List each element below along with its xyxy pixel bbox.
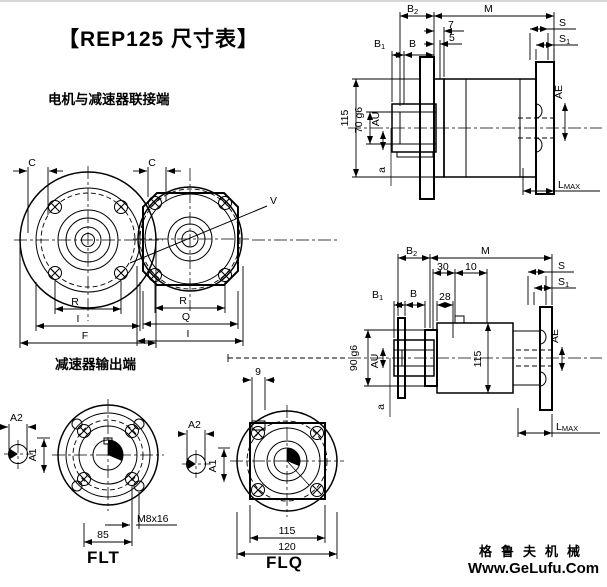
- dim-9: 9: [255, 366, 261, 378]
- dim-r: R: [71, 296, 79, 308]
- page-title: 【REP125 尺寸表】: [58, 27, 259, 51]
- dim-a: a: [375, 404, 387, 410]
- watermark-line1: 格鲁夫机械: [479, 544, 589, 559]
- dim-m: M: [481, 245, 490, 257]
- shaft-key-wedge: [108, 439, 124, 461]
- dim-i2: I: [187, 328, 190, 340]
- flq-label: FLQ: [266, 553, 303, 572]
- watermark-line2: Www.GeLufu.Com: [468, 560, 599, 577]
- dim-ae: AE: [553, 85, 565, 99]
- dim-a1: A1: [27, 448, 39, 461]
- dim-90g6: 90 g6: [348, 345, 360, 371]
- dim-b2: B2: [406, 245, 417, 258]
- projection-lines: [227, 239, 345, 362]
- flt-label: FLT: [87, 548, 120, 567]
- dim-v: V: [270, 195, 277, 207]
- dim-q: Q: [182, 311, 190, 323]
- dim-115: 115: [339, 109, 351, 126]
- dim-i: I: [77, 313, 80, 325]
- dim-s: S: [559, 17, 566, 29]
- side-view-bottom: B2 M 30 10 B1 B 28 S S1 AE 115 90 g6 AU: [348, 245, 602, 437]
- dim-a: a: [376, 167, 388, 173]
- dim-s: S: [558, 260, 565, 272]
- output-end-section-label: 减速器输出端: [55, 356, 136, 372]
- dim-115: 115: [472, 350, 484, 367]
- dim-s1: S1: [559, 33, 570, 46]
- dim-115: 115: [279, 525, 296, 537]
- dim-28: 28: [439, 291, 451, 303]
- dim-b2: B2: [407, 3, 418, 16]
- dim-a1: A1: [207, 459, 219, 472]
- dim-c: C: [28, 157, 36, 169]
- motor-end-section-label: 电机与减速器联接端: [48, 91, 170, 107]
- dim-85: 85: [97, 529, 109, 541]
- flq-output-view: 9 A2 A1 115 120 FLQ: [178, 366, 344, 572]
- dim-m: M: [484, 3, 493, 15]
- dim-b1: B1: [372, 289, 383, 302]
- flt-output-view: A2 A1 M8x16 85 FLT: [0, 399, 177, 567]
- dim-30: 30: [437, 261, 449, 273]
- dim-10: 10: [465, 261, 477, 273]
- dim-lmax: LMAX: [556, 421, 578, 433]
- dim-5: 5: [449, 32, 455, 44]
- dim-r2: R: [179, 295, 187, 307]
- dim-lmax: LMAX: [558, 179, 580, 191]
- shaft-key-wedge: [287, 448, 300, 466]
- dim-ae: AE: [549, 329, 561, 343]
- dim-b: B: [409, 38, 416, 50]
- dim-70g6: 70 g6: [353, 107, 365, 133]
- square-flange-front-view: V C R Q I: [129, 157, 277, 346]
- dim-s1: S1: [558, 276, 569, 289]
- dim-au: AU: [369, 354, 381, 369]
- dim-a2: A2: [10, 412, 23, 424]
- side-view-top: B2 M 7 5 B1 B S S1 AE 115 70 g6 AU a: [339, 3, 602, 200]
- dim-thread: M8x16: [137, 513, 169, 525]
- dim-b: B: [410, 288, 417, 300]
- dim-f: F: [82, 330, 88, 342]
- dim-c2: C: [148, 157, 156, 169]
- dim-au: AU: [370, 112, 382, 127]
- round-flange-front-view: C R I F: [13, 157, 163, 348]
- dim-a2: A2: [188, 419, 201, 431]
- dim-7: 7: [448, 19, 454, 31]
- watermark: 格鲁夫机械 Www.GeLufu.Com: [468, 544, 599, 577]
- dim-120: 120: [278, 541, 296, 553]
- dim-b1: B1: [374, 38, 385, 51]
